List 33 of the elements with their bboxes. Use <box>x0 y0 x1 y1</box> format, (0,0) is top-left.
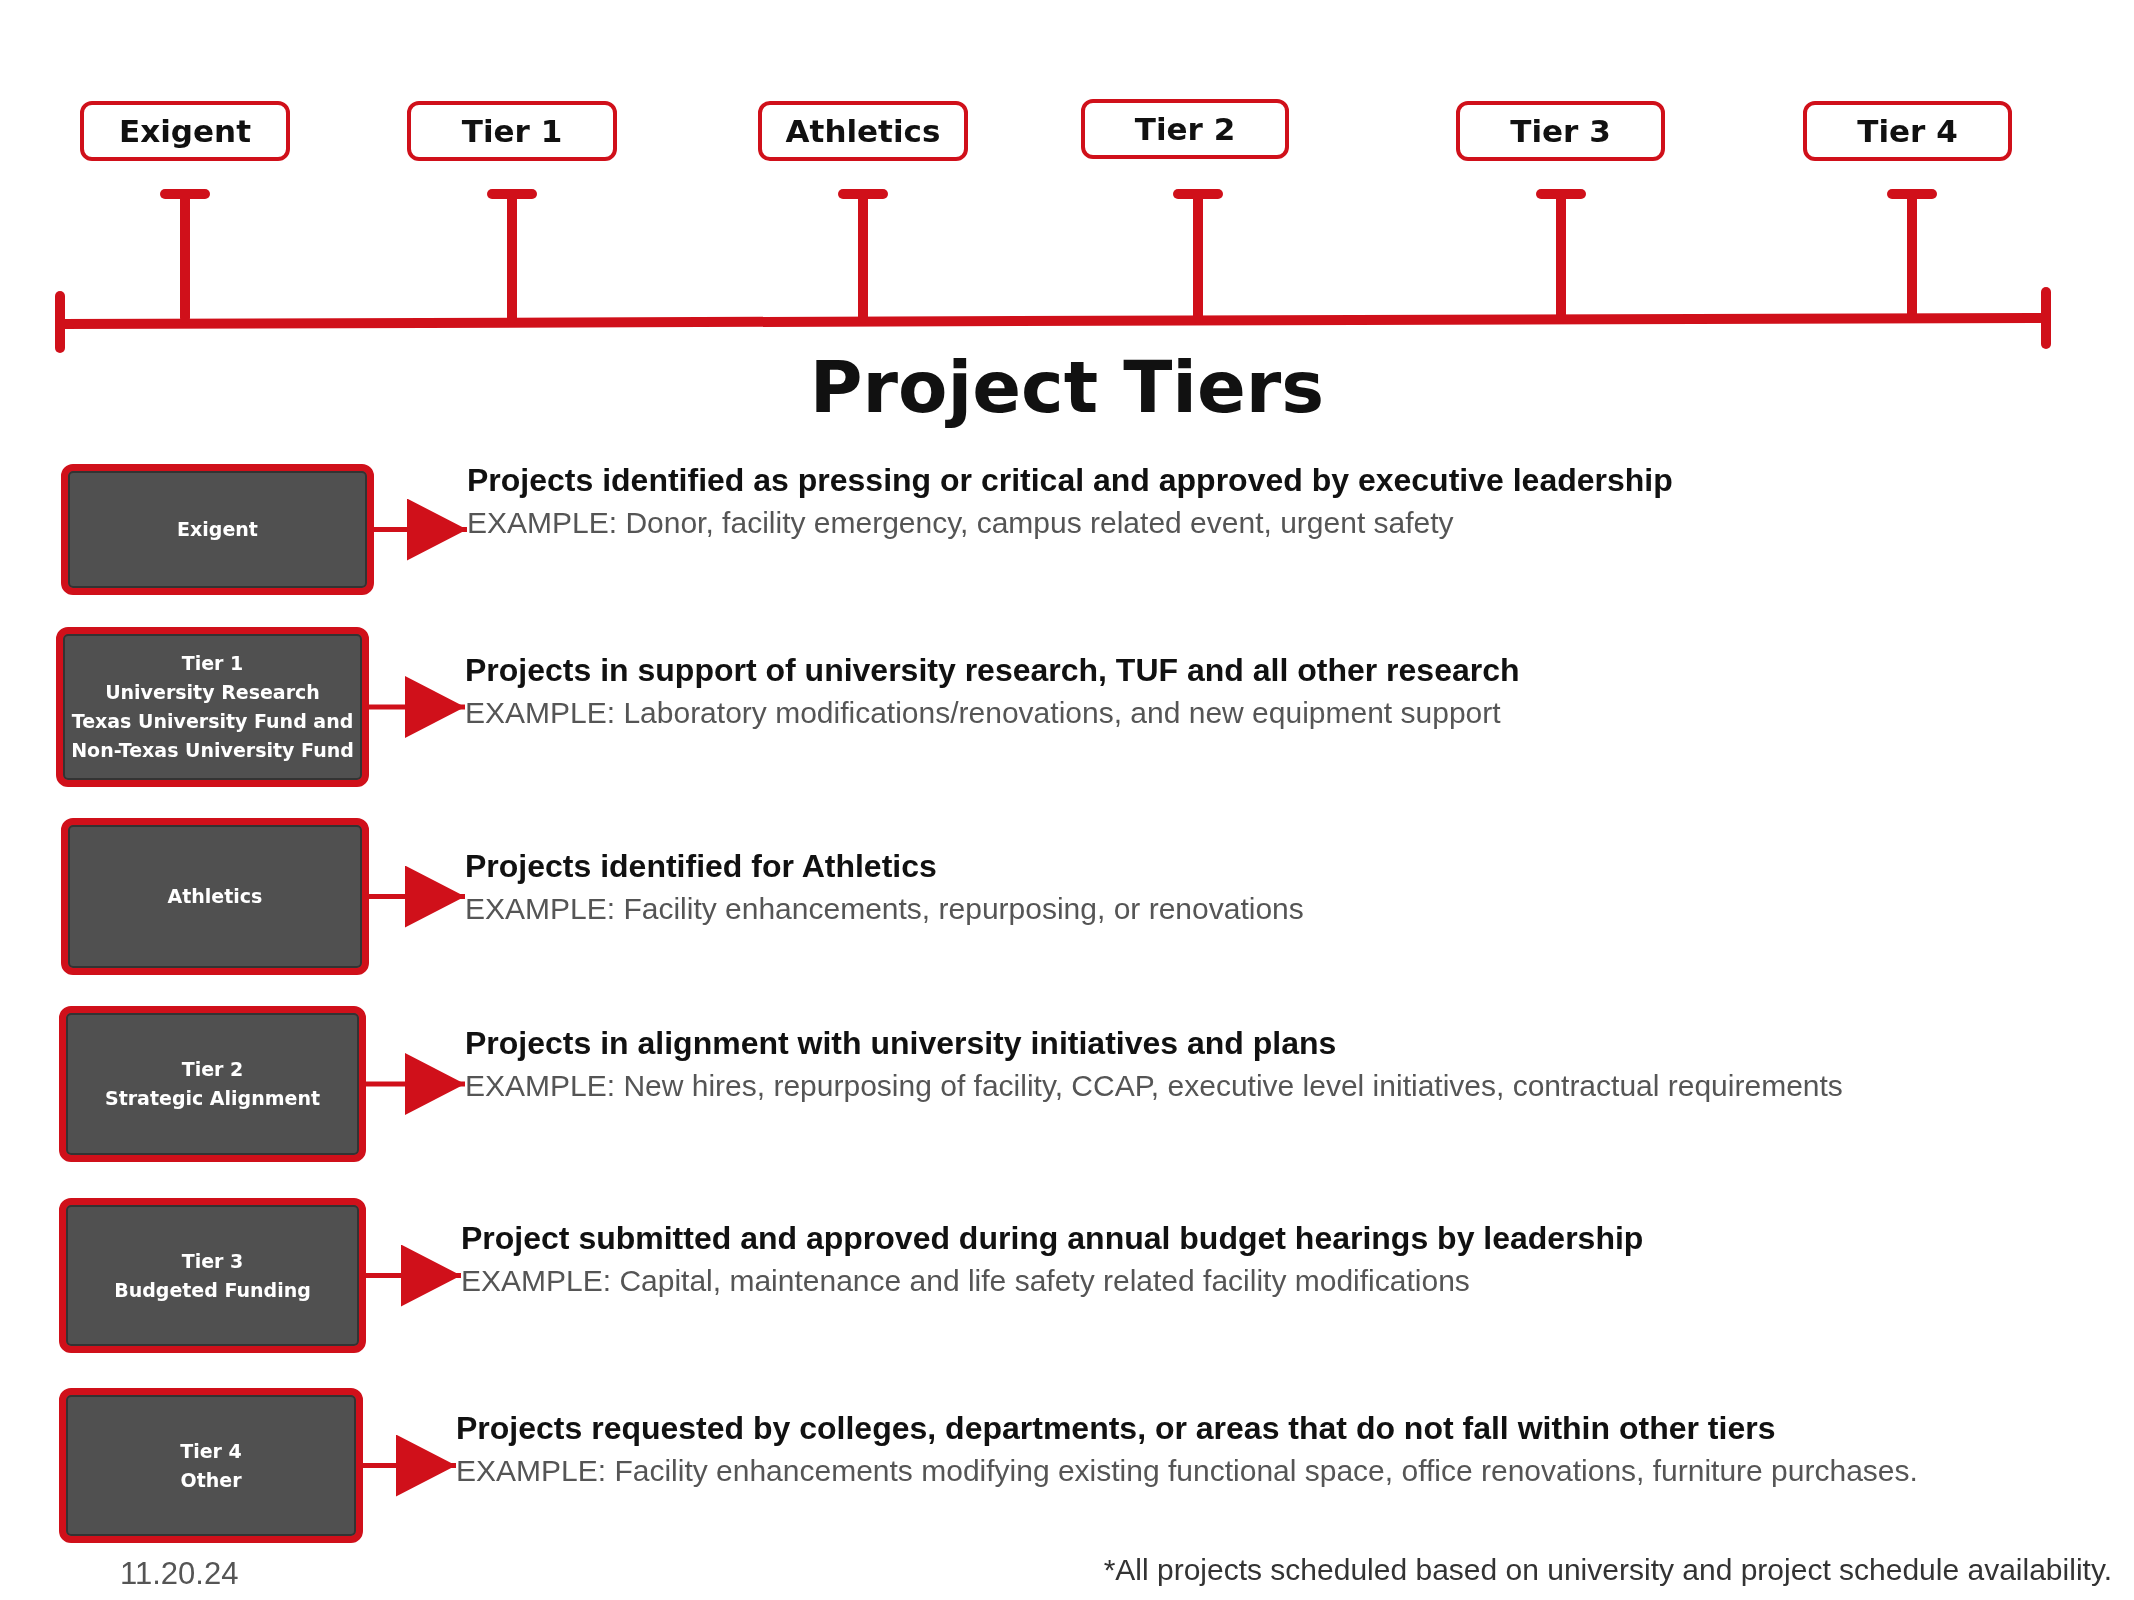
example-text: EXAMPLE: Capital, maintenance and life safety related facility modifications <box>461 1263 1471 1299</box>
tier-box: Exigent <box>61 464 374 595</box>
example-text: EXAMPLE: Donor, facility emergency, campus related event, urgent safety <box>467 505 1455 541</box>
description-heading: Projects requested by colleges, departments, or areas that do not fall within other tiers <box>456 1409 1777 1448</box>
timeline-label: Tier 4 <box>1803 101 2012 161</box>
tier-box: Tier 3 Budgeted Funding <box>59 1198 366 1353</box>
arrow <box>366 1053 465 1115</box>
arrow <box>366 1244 461 1307</box>
timeline-label: Tier 2 <box>1081 99 1289 159</box>
example-text: EXAMPLE: New hires, repurposing of facility, CCAP, executive level initiatives, contractual requirements <box>465 1068 1844 1104</box>
description-heading: Projects identified as pressing or critical and approved by executive leadership <box>467 461 1674 500</box>
arrow <box>369 676 465 738</box>
description-heading: Projects in support of university research, TUF and all other research <box>465 651 1521 690</box>
footnote: *All projects scheduled based on university and project schedule availability. <box>1103 1552 2112 1588</box>
arrow <box>363 1434 456 1497</box>
tier-box: Athletics <box>61 818 369 975</box>
arrow <box>374 498 467 561</box>
example-text: EXAMPLE: Laboratory modifications/renovations, and new equipment support <box>465 695 1502 731</box>
example-text: EXAMPLE: Facility enhancements, repurposing, or renovations <box>465 891 1305 927</box>
date-label: 11.20.24 <box>120 1556 239 1592</box>
example-text: EXAMPLE: Facility enhancements modifying existing functional space, office renovations, furniture purchases. <box>456 1453 1919 1489</box>
description-heading: Projects in alignment with university initiatives and plans <box>465 1024 1338 1063</box>
arrow <box>369 865 465 928</box>
timeline-label: Athletics <box>758 101 968 161</box>
tier-box: Tier 2 Strategic Alignment <box>59 1006 366 1162</box>
timeline-label: Tier 3 <box>1456 101 1665 161</box>
tier-box: Tier 1 University Research Texas University Fund and Non-Texas University Fund <box>56 627 369 787</box>
description-heading: Project submitted and approved during annual budget hearings by leadership <box>461 1219 1645 1258</box>
timeline-label: Tier 1 <box>407 101 617 161</box>
timeline-label: Exigent <box>80 101 290 161</box>
tier-box: Tier 4 Other <box>59 1388 363 1543</box>
description-heading: Projects identified for Athletics <box>465 847 938 886</box>
title: Project Tiers <box>808 345 1326 429</box>
